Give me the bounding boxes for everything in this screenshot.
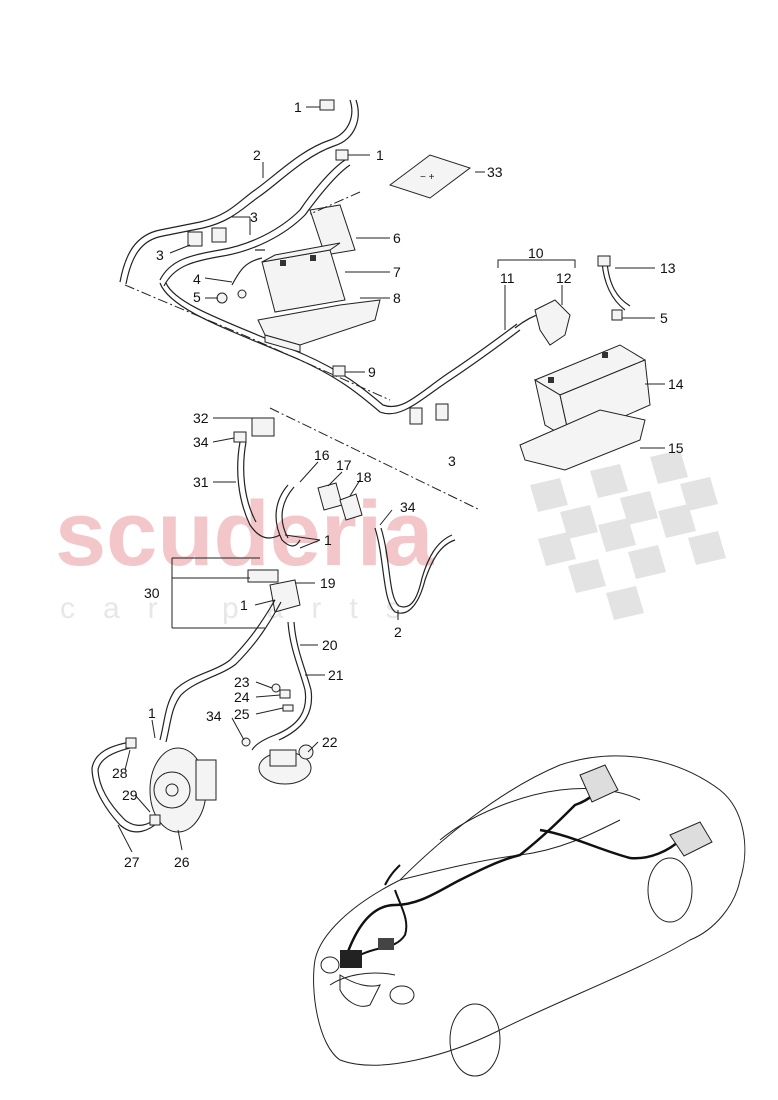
checkered-flag-icon xyxy=(530,450,726,620)
battery-cable-31 xyxy=(237,441,281,539)
callout-label: 3 xyxy=(448,453,456,469)
callout-label: 31 xyxy=(193,474,209,490)
car-wiring-harness xyxy=(340,764,713,968)
battery-cable-rear xyxy=(514,299,571,346)
callout-label: 1 xyxy=(240,597,248,613)
svg-text:− +: − + xyxy=(420,172,435,183)
callout-label: 15 xyxy=(668,440,684,456)
alternator-cable xyxy=(159,599,282,743)
watermark: scuderia car parts xyxy=(55,450,726,625)
callout-label: 19 xyxy=(320,575,336,591)
callout-label: 3 xyxy=(156,247,164,263)
callout-label: 2 xyxy=(253,147,261,163)
callout-label: 26 xyxy=(174,854,190,870)
fuse-holder-icon xyxy=(317,482,363,521)
battery-cable-lower-2 xyxy=(374,527,456,614)
starter-motor-icon xyxy=(258,744,314,785)
relay-icon xyxy=(247,569,301,613)
callout-label: 34 xyxy=(400,499,416,515)
callout-label: 13 xyxy=(660,260,676,276)
callout-label: 18 xyxy=(356,469,372,485)
callout-label: 23 xyxy=(234,674,250,690)
callout-label: 34 xyxy=(206,708,222,724)
callout-label: 20 xyxy=(322,637,338,653)
battery-icon xyxy=(519,344,651,471)
callout-label: 2 xyxy=(394,624,402,640)
callout-label: 1 xyxy=(294,99,302,115)
callout-label: 34 xyxy=(193,434,209,450)
battery-cable-small xyxy=(597,255,631,321)
battery-icon xyxy=(257,204,381,353)
callout-label: 16 xyxy=(314,447,330,463)
callout-label: 7 xyxy=(393,264,401,280)
watermark-sub: car parts xyxy=(60,592,429,625)
callout-leaders xyxy=(117,106,665,853)
ground-strap-icon xyxy=(216,249,265,304)
assembly-leader-lines xyxy=(124,191,481,511)
callout-label: 8 xyxy=(393,290,401,306)
car-overview-icon xyxy=(313,755,746,1077)
battery-cable-16 xyxy=(275,484,301,547)
callout-label: 27 xyxy=(124,854,140,870)
cable-clip-icon xyxy=(187,227,449,425)
starter-cable xyxy=(251,621,313,751)
callout-label: 6 xyxy=(393,230,401,246)
callout-label: 14 xyxy=(668,376,684,392)
callout-label: 5 xyxy=(660,310,668,326)
callout-label: 29 xyxy=(122,787,138,803)
relay-box-icon xyxy=(233,417,275,443)
callout-label: 11 xyxy=(500,270,515,286)
callout-label: 30 xyxy=(144,585,160,601)
callout-label: 24 xyxy=(234,689,250,705)
callout-label: 10 xyxy=(528,245,544,261)
callout-label: 1 xyxy=(324,532,332,548)
watermark-brand: scuderia xyxy=(55,483,434,585)
group-bracket xyxy=(171,557,265,629)
ground-cable-27 xyxy=(91,737,161,833)
callout-label: 9 xyxy=(368,364,376,380)
callout-label: 32 xyxy=(193,410,209,426)
callout-label: 22 xyxy=(322,734,338,750)
callout-labels: 1 1 2 3 3 4 5 6 7 8 9 10 11 12 13 5 14 1… xyxy=(112,99,684,870)
callout-label: 3 xyxy=(250,209,258,225)
callout-label: 25 xyxy=(234,706,250,722)
callout-label: 4 xyxy=(193,271,201,287)
callout-label: 5 xyxy=(193,289,201,305)
label-plate-icon: − + xyxy=(388,154,472,199)
nut-icon xyxy=(332,365,346,377)
callout-label: 12 xyxy=(556,270,572,286)
nut-icon xyxy=(319,99,349,161)
callout-label: 28 xyxy=(112,765,128,781)
callout-label: 1 xyxy=(376,147,384,163)
callout-label: 21 xyxy=(328,667,344,683)
callout-label: 33 xyxy=(487,164,503,180)
callout-label: 17 xyxy=(336,457,352,473)
callout-label: 1 xyxy=(148,705,156,721)
battery-cable-upper xyxy=(119,99,521,415)
